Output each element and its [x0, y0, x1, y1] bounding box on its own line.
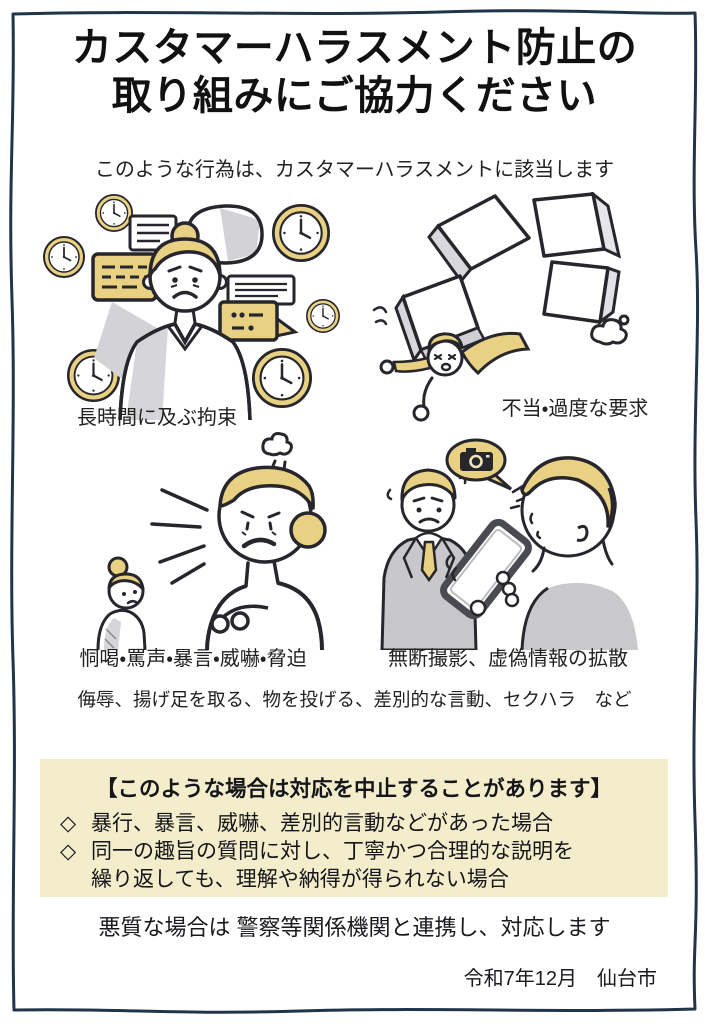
illustration-excessive-demands [372, 192, 697, 427]
diamond-bullet-icon: ◇ [60, 840, 77, 863]
notice-item-text: 暴行、暴言、威嚇、差別的言動などがあった場合 [91, 812, 553, 835]
caption-intimidation: 恫喝・罵声・暴言・威嚇・脅迫 [79, 648, 307, 670]
crushed-person-figure [379, 331, 531, 422]
page-title: カスタマーハラスメント防止の 取り組みにご協力ください [0, 24, 709, 120]
footer-warning: 悪質な場合は 警察等関係機関と連携し、対応します [98, 915, 611, 940]
diamond-bullet-icon: ◇ [60, 812, 77, 835]
camera-speech-bubble [445, 438, 513, 491]
worried-worker-figure [118, 221, 252, 421]
notice-heading: 【このような場合は対応を中止することがあります】 [95, 777, 612, 801]
caption-secret-photo: 無断撮影、虚偽情報の拡散 [388, 648, 628, 670]
title-line-2: 取り組みにご協力ください [111, 74, 598, 118]
shout-lines [150, 488, 209, 585]
illustration-long-restraint [42, 192, 372, 432]
notice-box: 【このような場合は対応を中止することがあります】 ◇ 暴行、暴言、威嚇、差別的言… [40, 759, 668, 897]
caption-excessive-demands: 不当・過度な要求 [501, 398, 649, 420]
illustration-secret-photo [372, 428, 687, 650]
angry-customer-figure [205, 465, 327, 650]
notice-item-text: 同一の趣旨の質問に対し、丁寧かつ合理的な説明を [91, 840, 574, 863]
notice-item: ◇ 同一の趣旨の質問に対し、丁寧かつ合理的な説明を [60, 838, 648, 866]
additional-examples-text: 侮辱、揚げ足を取る、物を投げる、差別的な言動、セクハラ など [77, 689, 632, 710]
caption-long-restraint: 長時間に及ぶ拘束 [77, 407, 237, 429]
notice-item: ◇ 暴行、暴言、威嚇、差別的言動などがあった場合 [60, 810, 648, 838]
notice-item-continuation: 繰り返しても、理解や納得が得られない場合 [60, 866, 648, 894]
steam-puff-icon [261, 432, 293, 473]
puff-cloud-icon [372, 306, 630, 346]
holding-hand [469, 570, 520, 617]
date-and-city: 令和7年12月 仙台市 [463, 968, 657, 990]
photographed-person-figure [520, 456, 638, 650]
notice-item-text: 繰り返しても、理解や納得が得られない場合 [91, 868, 509, 891]
title-line-1: カスタマーハラスメント防止の [71, 26, 638, 70]
motion-lines [445, 554, 458, 582]
illustration-intimidation [62, 428, 340, 650]
small-worker-figure [96, 556, 147, 650]
camera-icon [460, 448, 493, 471]
subtitle: このような行為は、カスタマーハラスメントに該当します [94, 159, 615, 181]
box-pile [394, 192, 622, 364]
